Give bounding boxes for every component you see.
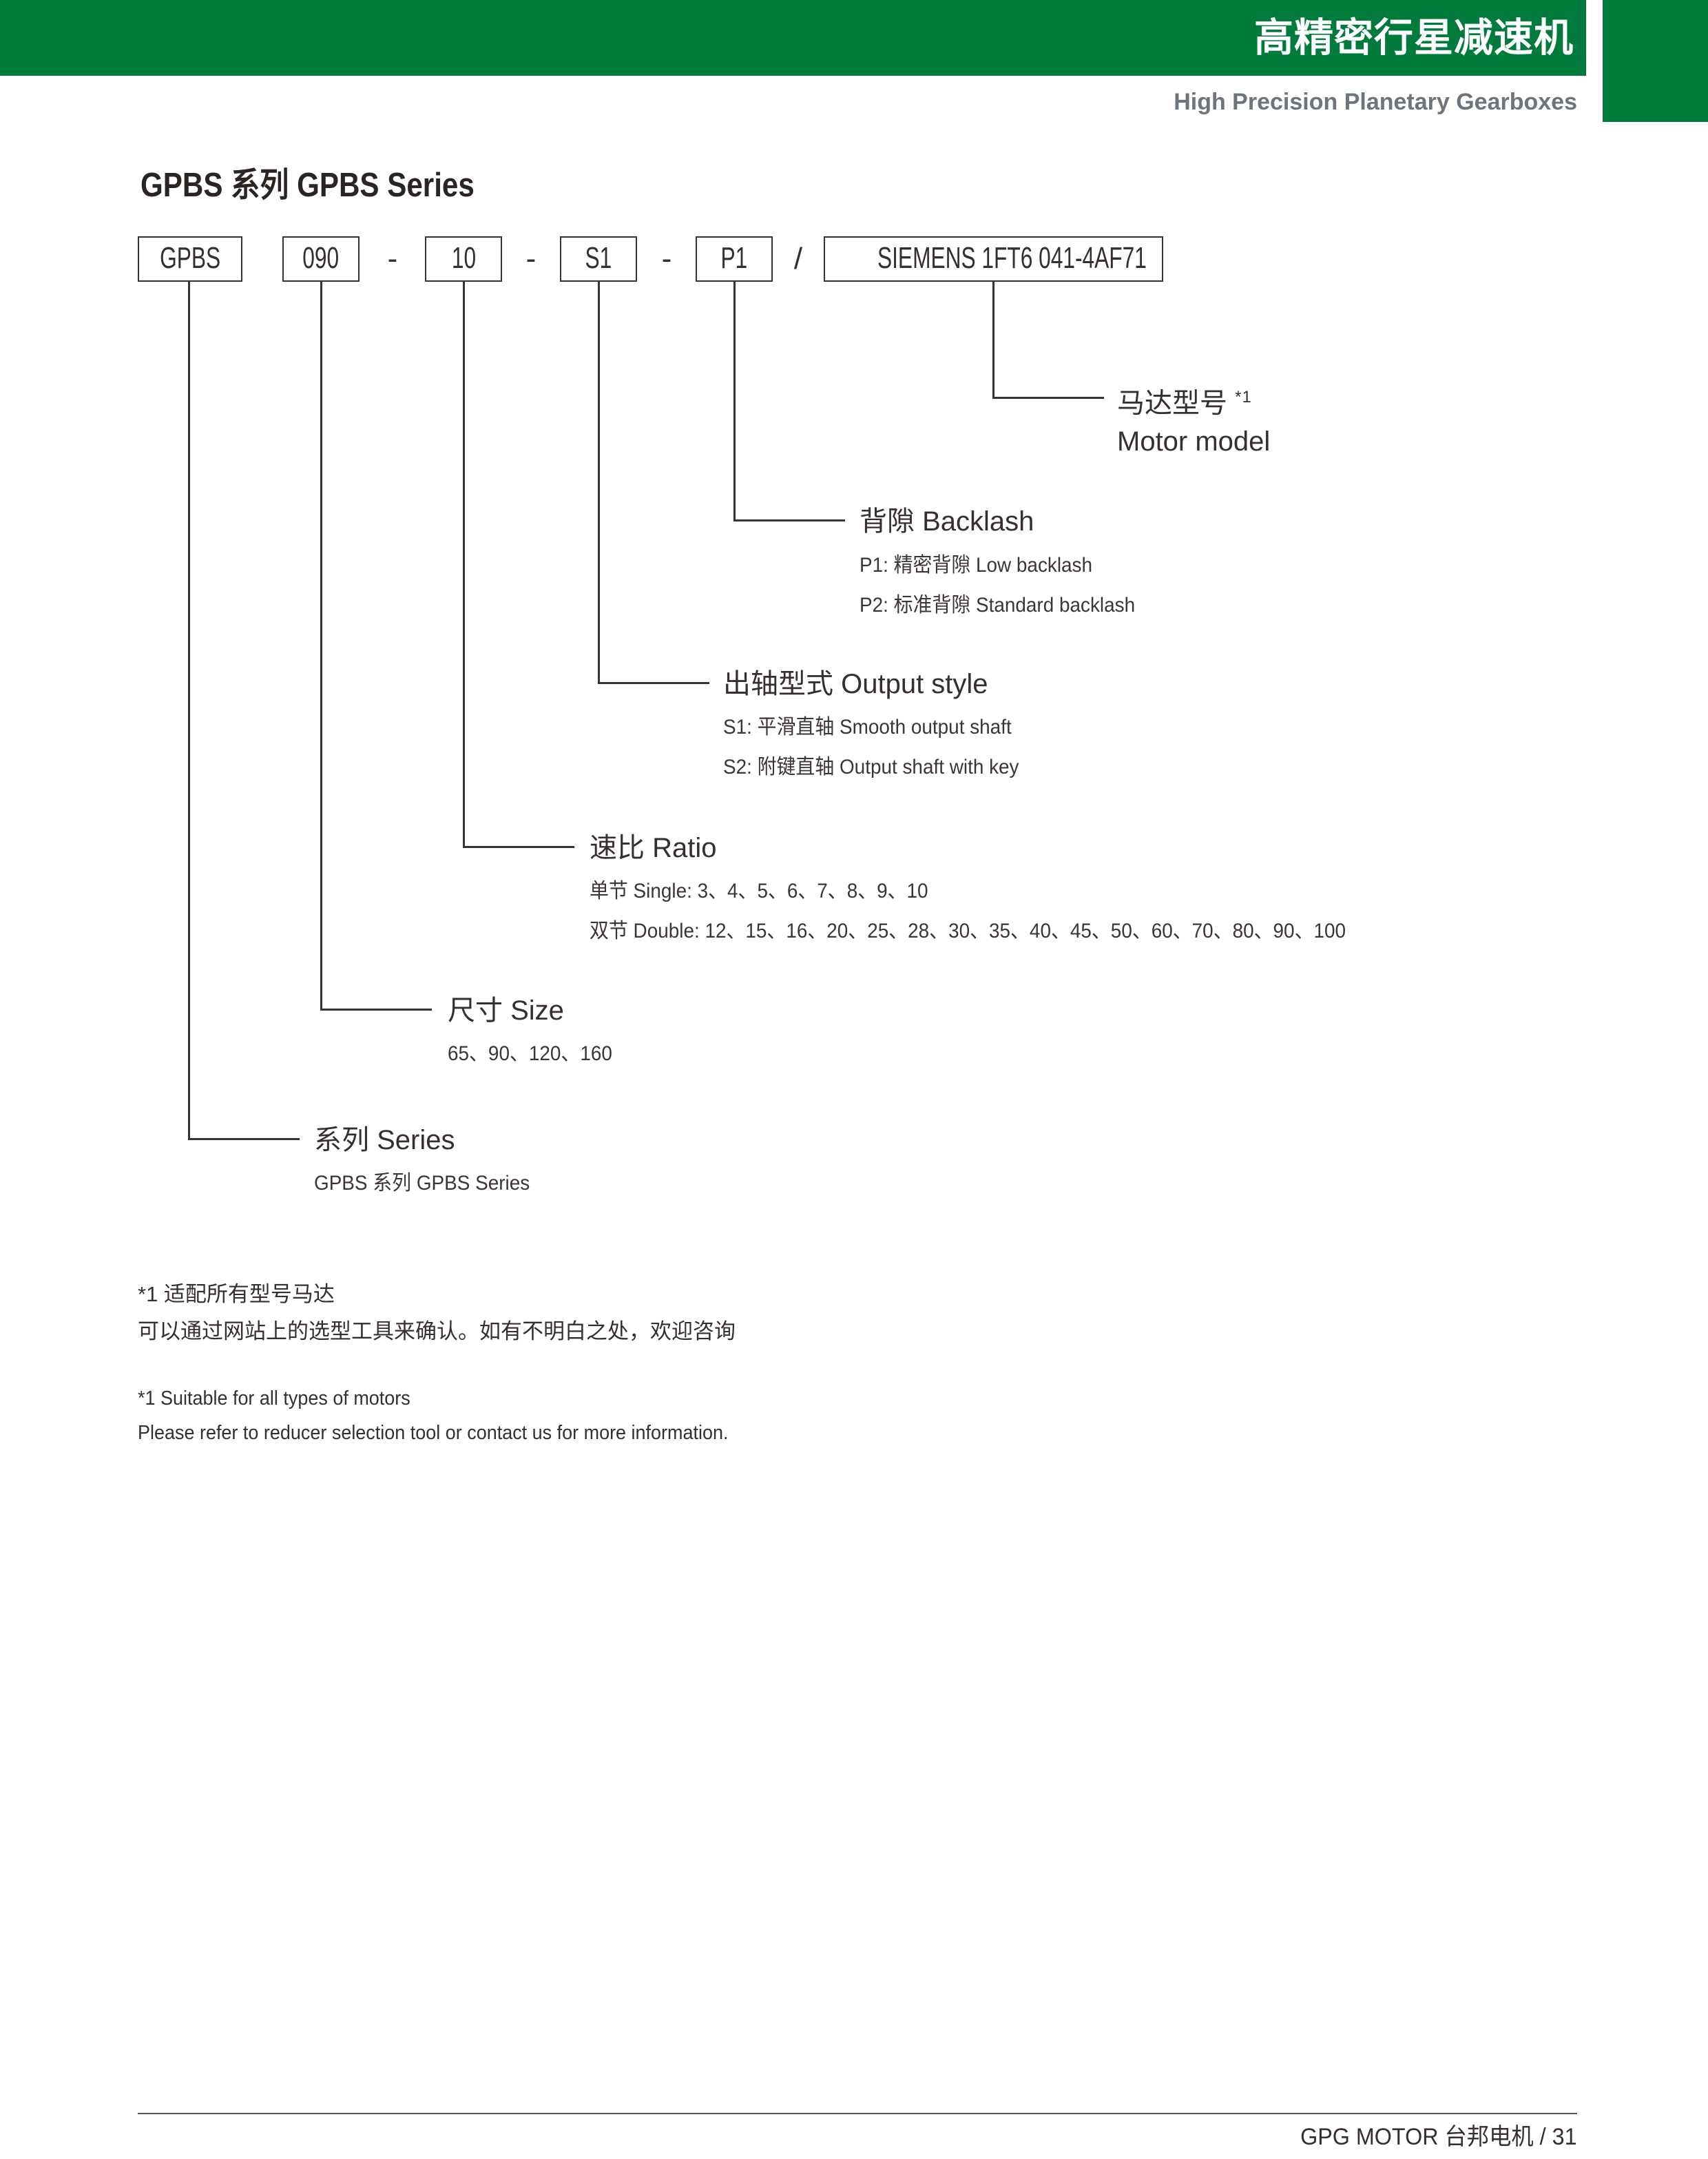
model-segment-size-label: 090 [302,241,340,275]
connector-hline-output [598,682,709,684]
callout-series-heading: 系列 Series [314,1125,455,1155]
header-subtitle-en: High Precision Planetary Gearboxes [1174,89,1577,115]
connector-vline-series [188,282,190,1140]
model-segment-output-label: S1 [585,241,612,275]
header-corner-tab [1603,0,1708,122]
footnote-cn-line-1: *1 适配所有型号马达 [138,1282,335,1306]
model-segment-ratio-box: 10 [425,236,502,282]
connector-vline-output [598,282,600,684]
model-segment-size-box: 090 [282,236,360,282]
callout-ratio-single-values: 单节 Single: 3、4、5、6、7、8、9、10 [590,880,928,902]
callout-ratio-heading: 速比 Ratio [590,833,717,863]
page-title-text: GPBS 系列 GPBS Series [140,167,475,204]
callout-size-heading: 尺寸 Size [448,995,564,1026]
footnote-cn-line-2: 可以通过网站上的选型工具来确认。如有不明白之处，欢迎咨询 [138,1319,736,1343]
model-segment-output-box: S1 [560,236,637,282]
model-segment-ratio-label: 10 [451,241,476,275]
callout-backlash-option-2: P2: 标准背隙 Standard backlash [860,594,1136,617]
model-segment-series-box: GPBS [138,236,242,282]
footer-page-info: GPG MOTOR 台邦电机 / 31 [1300,2124,1577,2150]
callout-motor-footnote-marker: *1 [1235,388,1252,406]
connector-vline-backlash [733,282,736,521]
footnote-en-line-1: *1 Suitable for all types of motors [138,1387,410,1409]
connector-vline-size [320,282,322,1011]
model-segment-motor-box: SIEMENS 1FT6 041-4AF71 [824,236,1163,282]
connector-hline-series [188,1138,300,1140]
model-segment-motor-label: SIEMENS 1FT6 041-4AF71 [877,241,1147,275]
callout-motor-heading-cn: 马达型号 [1117,388,1227,419]
callout-series-value: GPBS 系列 GPBS Series [314,1172,530,1195]
model-separator-hyphen-2: - [525,242,537,276]
model-segment-backlash-label: P1 [720,241,748,275]
connector-hline-size [320,1009,432,1011]
model-segment-series-label: GPBS [159,241,221,275]
model-separator-hyphen-1: - [387,242,398,276]
model-separator-hyphen-3: - [661,242,672,276]
callout-motor-heading-en: Motor model [1117,426,1271,457]
connector-hline-backlash [733,519,845,521]
model-segment-backlash-box: P1 [696,236,773,282]
page-title: GPBS 系列 GPBS Series [140,165,529,205]
callout-ratio-double-values: 双节 Double: 12、15、16、20、25、28、30、35、40、45… [590,920,1346,942]
callout-output-style-heading: 出轴型式 Output style [723,669,988,699]
callout-size-values: 65、90、120、160 [448,1042,612,1065]
connector-vline-ratio [463,282,465,848]
callout-output-style-option-2: S2: 附键直轴 Output shaft with key [723,756,1019,778]
callout-backlash-option-1: P1: 精密背隙 Low backlash [860,554,1093,577]
callout-output-style-option-1: S1: 平滑直轴 Smooth output shaft [723,716,1012,738]
header-title-cn: 高精密行星减速机 [1254,16,1574,60]
connector-hline-ratio [463,846,574,848]
connector-hline-motor [992,397,1104,399]
header-green-banner: 高精密行星减速机 [0,0,1586,76]
footer-divider [138,2113,1577,2114]
callout-backlash-heading: 背隙 Backlash [860,506,1034,537]
footnote-en-line-2: Please refer to reducer selection tool o… [138,1422,729,1444]
connector-vline-motor [992,282,994,399]
model-separator-slash: / [793,242,803,276]
callout-motor-heading: 马达型号 *1 [1117,382,1252,418]
